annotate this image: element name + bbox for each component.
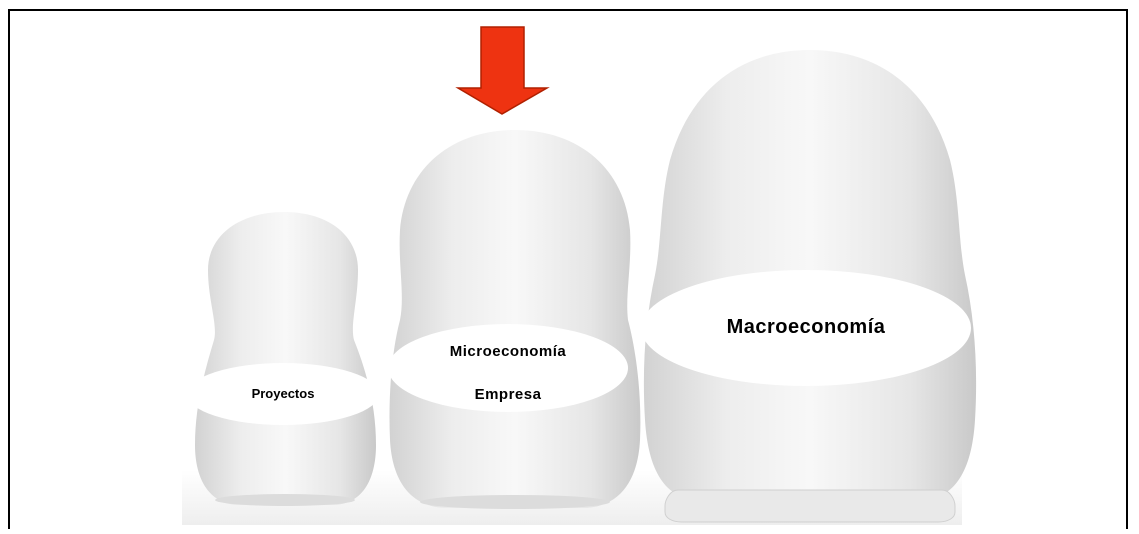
label-empresa: Empresa: [475, 386, 542, 403]
label-proyectos: Proyectos: [252, 386, 315, 401]
label-macroeconomia: Macroeconomía: [727, 316, 886, 339]
label-microeconomia: Microeconomía: [450, 343, 567, 360]
medium-doll: [389, 130, 640, 509]
small-doll: [195, 212, 376, 506]
down-arrow-icon: [458, 27, 547, 114]
